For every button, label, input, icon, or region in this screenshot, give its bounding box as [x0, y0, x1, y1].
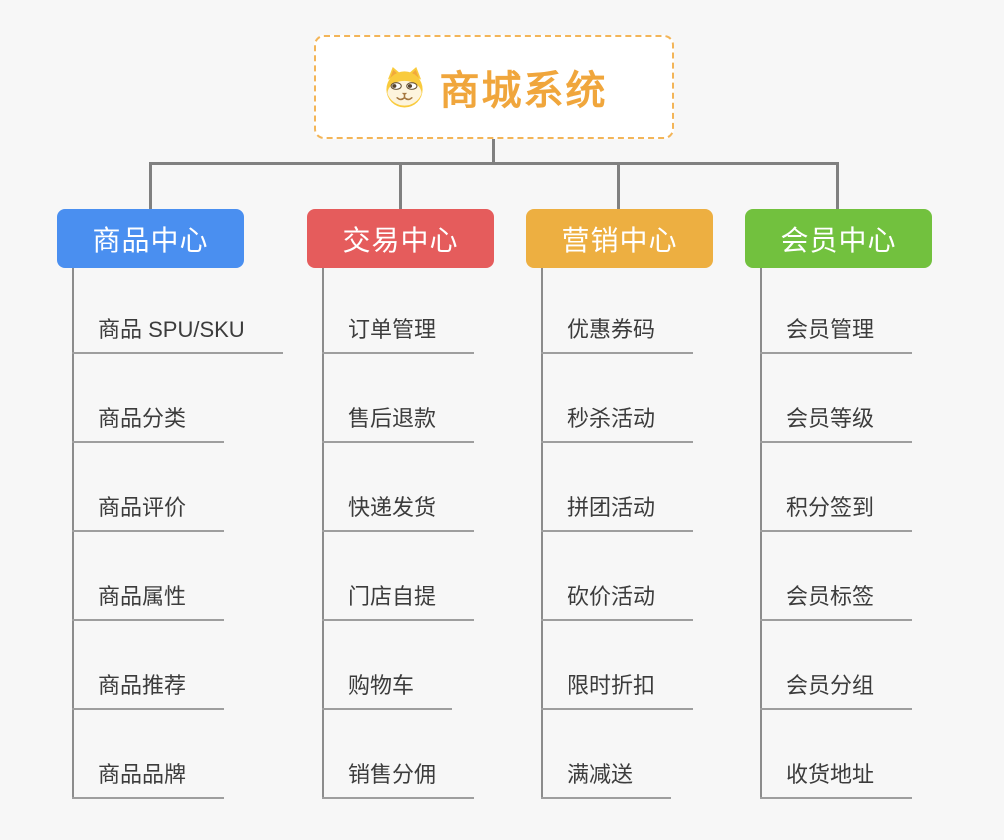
- branch-node-member-center[interactable]: 会员中心: [745, 209, 932, 268]
- column-connector-line: [760, 268, 762, 799]
- branch-node-marketing-center[interactable]: 营销中心: [526, 209, 713, 268]
- child-node[interactable]: 限时折扣: [541, 671, 694, 710]
- column-connector-line: [322, 268, 324, 799]
- child-node[interactable]: 快递发货: [322, 493, 475, 532]
- child-node[interactable]: 门店自提: [322, 582, 475, 621]
- child-node[interactable]: 售后退款: [322, 404, 475, 443]
- root-connector-stem: [492, 139, 495, 165]
- root-node[interactable]: 商城系统: [314, 35, 674, 139]
- child-node[interactable]: 会员分组: [760, 671, 913, 710]
- child-node[interactable]: 商品品牌: [72, 760, 225, 799]
- child-node[interactable]: 满减送: [541, 760, 672, 799]
- child-node[interactable]: 购物车: [322, 671, 453, 710]
- child-node[interactable]: 拼团活动: [541, 493, 694, 532]
- branch-connector-drop: [399, 162, 402, 209]
- branch-node-trade-center[interactable]: 交易中心: [307, 209, 494, 268]
- branch-connector-drop: [617, 162, 620, 209]
- child-node[interactable]: 商品 SPU/SKU: [72, 315, 283, 354]
- dog-face-icon: [381, 65, 428, 110]
- column-connector-line: [541, 268, 543, 799]
- child-node[interactable]: 销售分佣: [322, 760, 475, 799]
- child-node[interactable]: 会员标签: [760, 582, 913, 621]
- child-node[interactable]: 订单管理: [322, 315, 475, 354]
- child-node[interactable]: 商品属性: [72, 582, 225, 621]
- branch-connector-bar: [149, 162, 839, 165]
- branch-connector-drop: [149, 162, 152, 209]
- child-node[interactable]: 商品评价: [72, 493, 225, 532]
- child-node[interactable]: 优惠券码: [541, 315, 694, 354]
- child-node[interactable]: 积分签到: [760, 493, 913, 532]
- child-node[interactable]: 商品分类: [72, 404, 225, 443]
- child-node[interactable]: 会员等级: [760, 404, 913, 443]
- branch-node-product-center[interactable]: 商品中心: [57, 209, 244, 268]
- child-node[interactable]: 商品推荐: [72, 671, 225, 710]
- column-connector-line: [72, 268, 74, 799]
- child-node[interactable]: 收货地址: [760, 760, 913, 799]
- child-node[interactable]: 会员管理: [760, 315, 913, 354]
- child-node[interactable]: 砍价活动: [541, 582, 694, 621]
- root-title: 商城系统: [439, 69, 608, 113]
- child-node[interactable]: 秒杀活动: [541, 404, 694, 443]
- branch-connector-drop: [836, 162, 839, 209]
